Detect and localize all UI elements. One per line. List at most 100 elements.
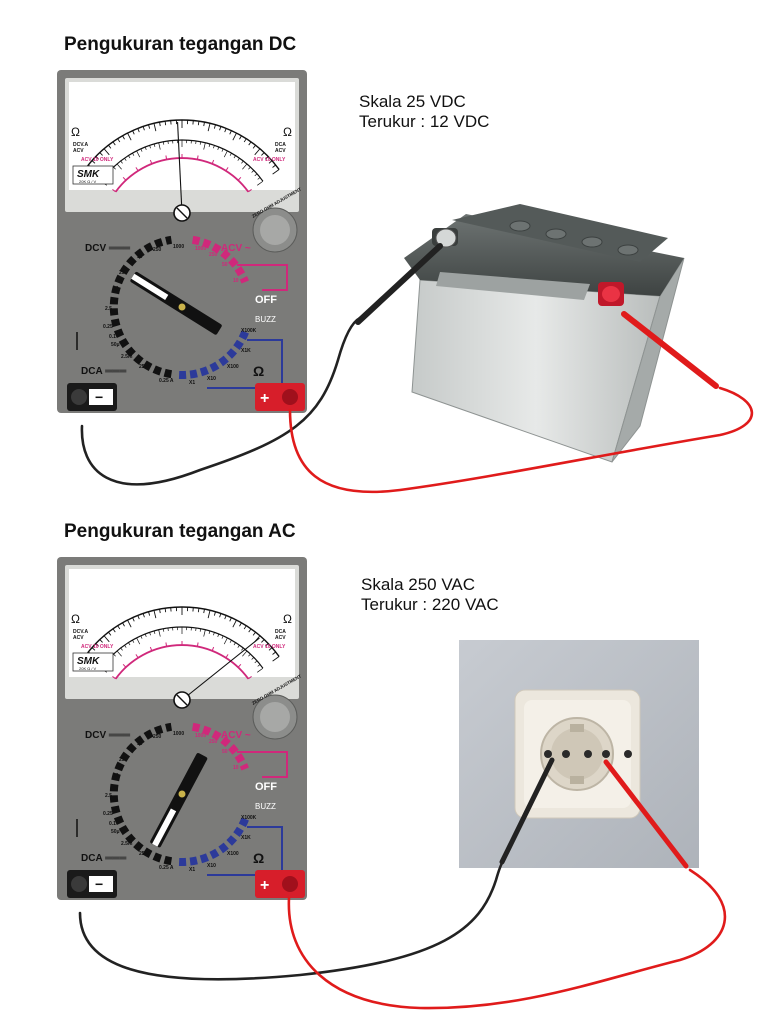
scale-tick (113, 166, 116, 170)
scale-tick (239, 622, 242, 627)
acv-range-label: 10 (233, 278, 239, 284)
scale-tick (120, 160, 123, 164)
dca-range-label: 2.5m (121, 354, 133, 360)
dc-red-probe[interactable] (621, 311, 719, 389)
ohm-range-label: X100 (227, 851, 239, 857)
brand-plate (72, 165, 114, 185)
scale-tick (117, 625, 121, 630)
scale-right-label: ACV (275, 148, 286, 154)
dca-range-label: 0.1 (109, 334, 116, 340)
ohm-range-label: X1K (241, 348, 251, 354)
dcv-range-label: 250 (153, 247, 162, 253)
scale-tick (229, 617, 232, 622)
scale-tick (137, 128, 140, 133)
scale-tick (213, 124, 216, 129)
dc-red-lead-wire (288, 386, 754, 494)
scale-tick (116, 650, 122, 657)
ohm-symbol-left: Ω (71, 125, 80, 139)
scale-tick (233, 155, 236, 159)
scale-tick (208, 630, 211, 634)
dcv-range-label: 0.25 (103, 811, 113, 817)
acv-label: ACV ~ (221, 730, 251, 741)
scale-tick (95, 156, 100, 160)
dcv-range-arc (109, 722, 173, 866)
acv-only-right: ACV 10 ONLY (253, 157, 286, 163)
ohm-symbol-right: Ω (283, 612, 292, 626)
ohm-range-label: X1K (241, 835, 251, 841)
scale-tick (237, 157, 240, 161)
scale-tick (153, 610, 157, 619)
dcv-range-label: 2.5 (105, 793, 112, 799)
scale-tick (162, 141, 165, 145)
buzz-label: BUZZ (255, 802, 276, 811)
acv-label: ACV ~ (221, 243, 251, 254)
scale-tick (248, 628, 252, 633)
scale-tick (148, 124, 151, 129)
scale-tick (122, 135, 125, 140)
scale-tick (229, 130, 232, 135)
scale-tick (117, 138, 121, 143)
scale-tick (237, 663, 242, 668)
scale-tick (135, 654, 139, 659)
scale-tick (108, 144, 112, 149)
selector-hub (178, 303, 186, 311)
selector-pointer (131, 273, 169, 301)
scale-tick (272, 164, 276, 168)
dcv-range-label: 2.5 (105, 306, 112, 312)
negative-terminal-plate (89, 389, 113, 405)
off-label: OFF (255, 781, 277, 793)
scale-tick (257, 667, 264, 673)
scale-tick (257, 664, 261, 667)
range-selector-knob[interactable] (149, 752, 208, 848)
ohm-range-label: X100K (241, 328, 257, 334)
scale-tick (229, 639, 232, 643)
scale-tick (221, 635, 224, 639)
scale-tick (128, 155, 131, 159)
scale-tick (197, 121, 200, 126)
scale-tick (153, 123, 157, 132)
dc-black-probe[interactable] (355, 243, 443, 325)
dcv-range-label: 25 (119, 757, 125, 763)
acv-scale-arc (114, 644, 250, 680)
scale-tick (153, 630, 156, 634)
scale-tick (158, 142, 161, 150)
scale-tick (103, 148, 110, 156)
negative-jack (71, 389, 87, 405)
scale-tick (248, 653, 251, 657)
scale-tick (252, 631, 256, 636)
dc-note: Skala 25 VDC Terukur : 12 VDC (359, 92, 489, 132)
scale-right-label: DCA (275, 142, 286, 148)
range-selector-knob[interactable] (130, 271, 223, 335)
scale-tick (242, 650, 248, 657)
dc-section-title: Pengukuran tegangan DC (64, 34, 297, 55)
scale-tick (112, 628, 116, 633)
brand-sub: 20K Ω / V (79, 179, 97, 184)
ac-scale-text: Skala 250 VAC (361, 575, 476, 594)
scale-left-label: ACV (73, 635, 84, 641)
dcv-label: DCV ═══ (85, 243, 131, 254)
scale-tick (148, 611, 151, 616)
zero-ohm-knob-cap (260, 702, 290, 732)
ac-black-probe[interactable] (499, 757, 555, 865)
ac-section-title: Pengukuran tegangan AC (64, 521, 296, 542)
zero-adjust-slot (176, 207, 188, 219)
scale-tick (137, 615, 140, 620)
scale-tick (112, 141, 116, 146)
scale-tick (251, 170, 255, 173)
acv-range-label: 250 (209, 739, 218, 745)
scale-tick (132, 152, 135, 156)
scale-tick (243, 625, 247, 630)
scale-tick (136, 637, 141, 645)
scale-tick (232, 132, 237, 141)
dca-label: DCA ═══ (81, 366, 127, 377)
ac-red-probe[interactable] (603, 759, 689, 869)
scale-tick (113, 653, 116, 657)
meter-needle (177, 122, 183, 214)
dcv-range-label: 10 (113, 286, 119, 292)
scale-tick (128, 642, 131, 646)
positive-jack (282, 876, 298, 892)
scale-tick (251, 657, 255, 660)
dcv-range-label: 1000 (173, 731, 184, 737)
scale-tick (221, 148, 224, 152)
